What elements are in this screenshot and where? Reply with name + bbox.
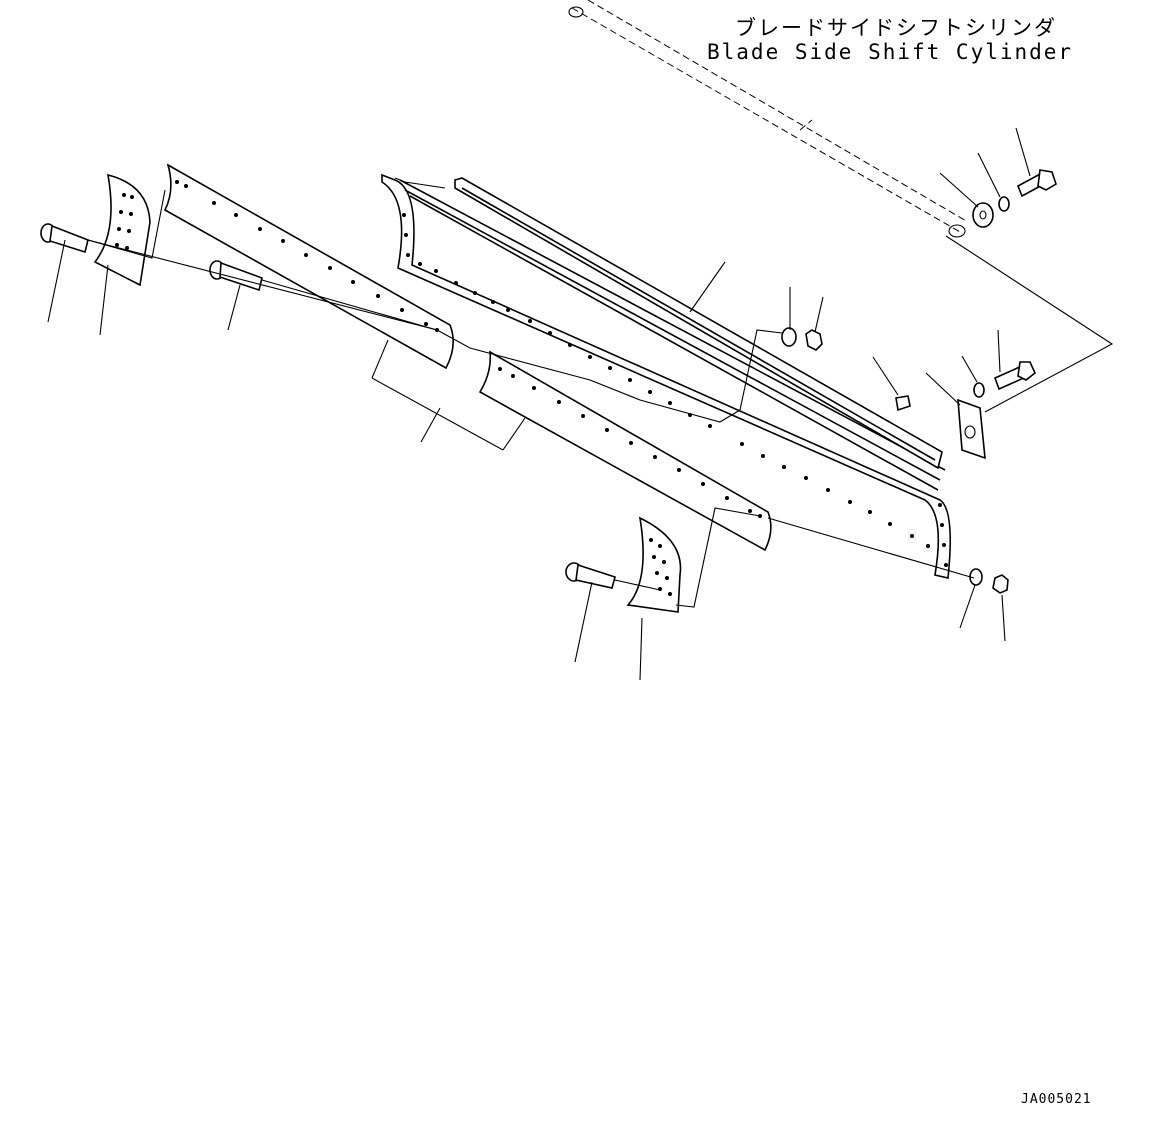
end-bit-left — [93, 173, 151, 287]
drawing-code: JA005021 — [1021, 1092, 1092, 1107]
blade-moldboard — [381, 173, 952, 579]
hex-bolt-upper — [1016, 169, 1057, 198]
cylinder-label-en: Blade Side Shift Cylinder — [707, 40, 1074, 64]
nut-middle — [805, 329, 823, 351]
hex-bolt-lower — [993, 361, 1036, 391]
side-shift-cylinder — [568, 0, 969, 238]
plow-bolt-right — [565, 562, 616, 589]
lock-washer-upper — [998, 196, 1010, 212]
washer-middle — [781, 327, 797, 347]
end-bit-right — [626, 516, 682, 613]
bolt-holes — [115, 180, 948, 596]
stopper — [895, 395, 911, 412]
cylinder-label-jp: ブレードサイドシフトシリンダ — [735, 16, 1057, 40]
cutting-edge-right — [478, 350, 772, 552]
leader-lines — [47, 127, 1114, 681]
plow-bolt-left — [40, 223, 89, 254]
lock-washer-lower — [973, 382, 985, 398]
washer-large — [972, 202, 994, 228]
nut-end — [992, 574, 1009, 594]
blade-rail — [454, 177, 943, 470]
plow-bolt-middle — [209, 260, 263, 292]
cylinder-bracket — [957, 398, 986, 460]
